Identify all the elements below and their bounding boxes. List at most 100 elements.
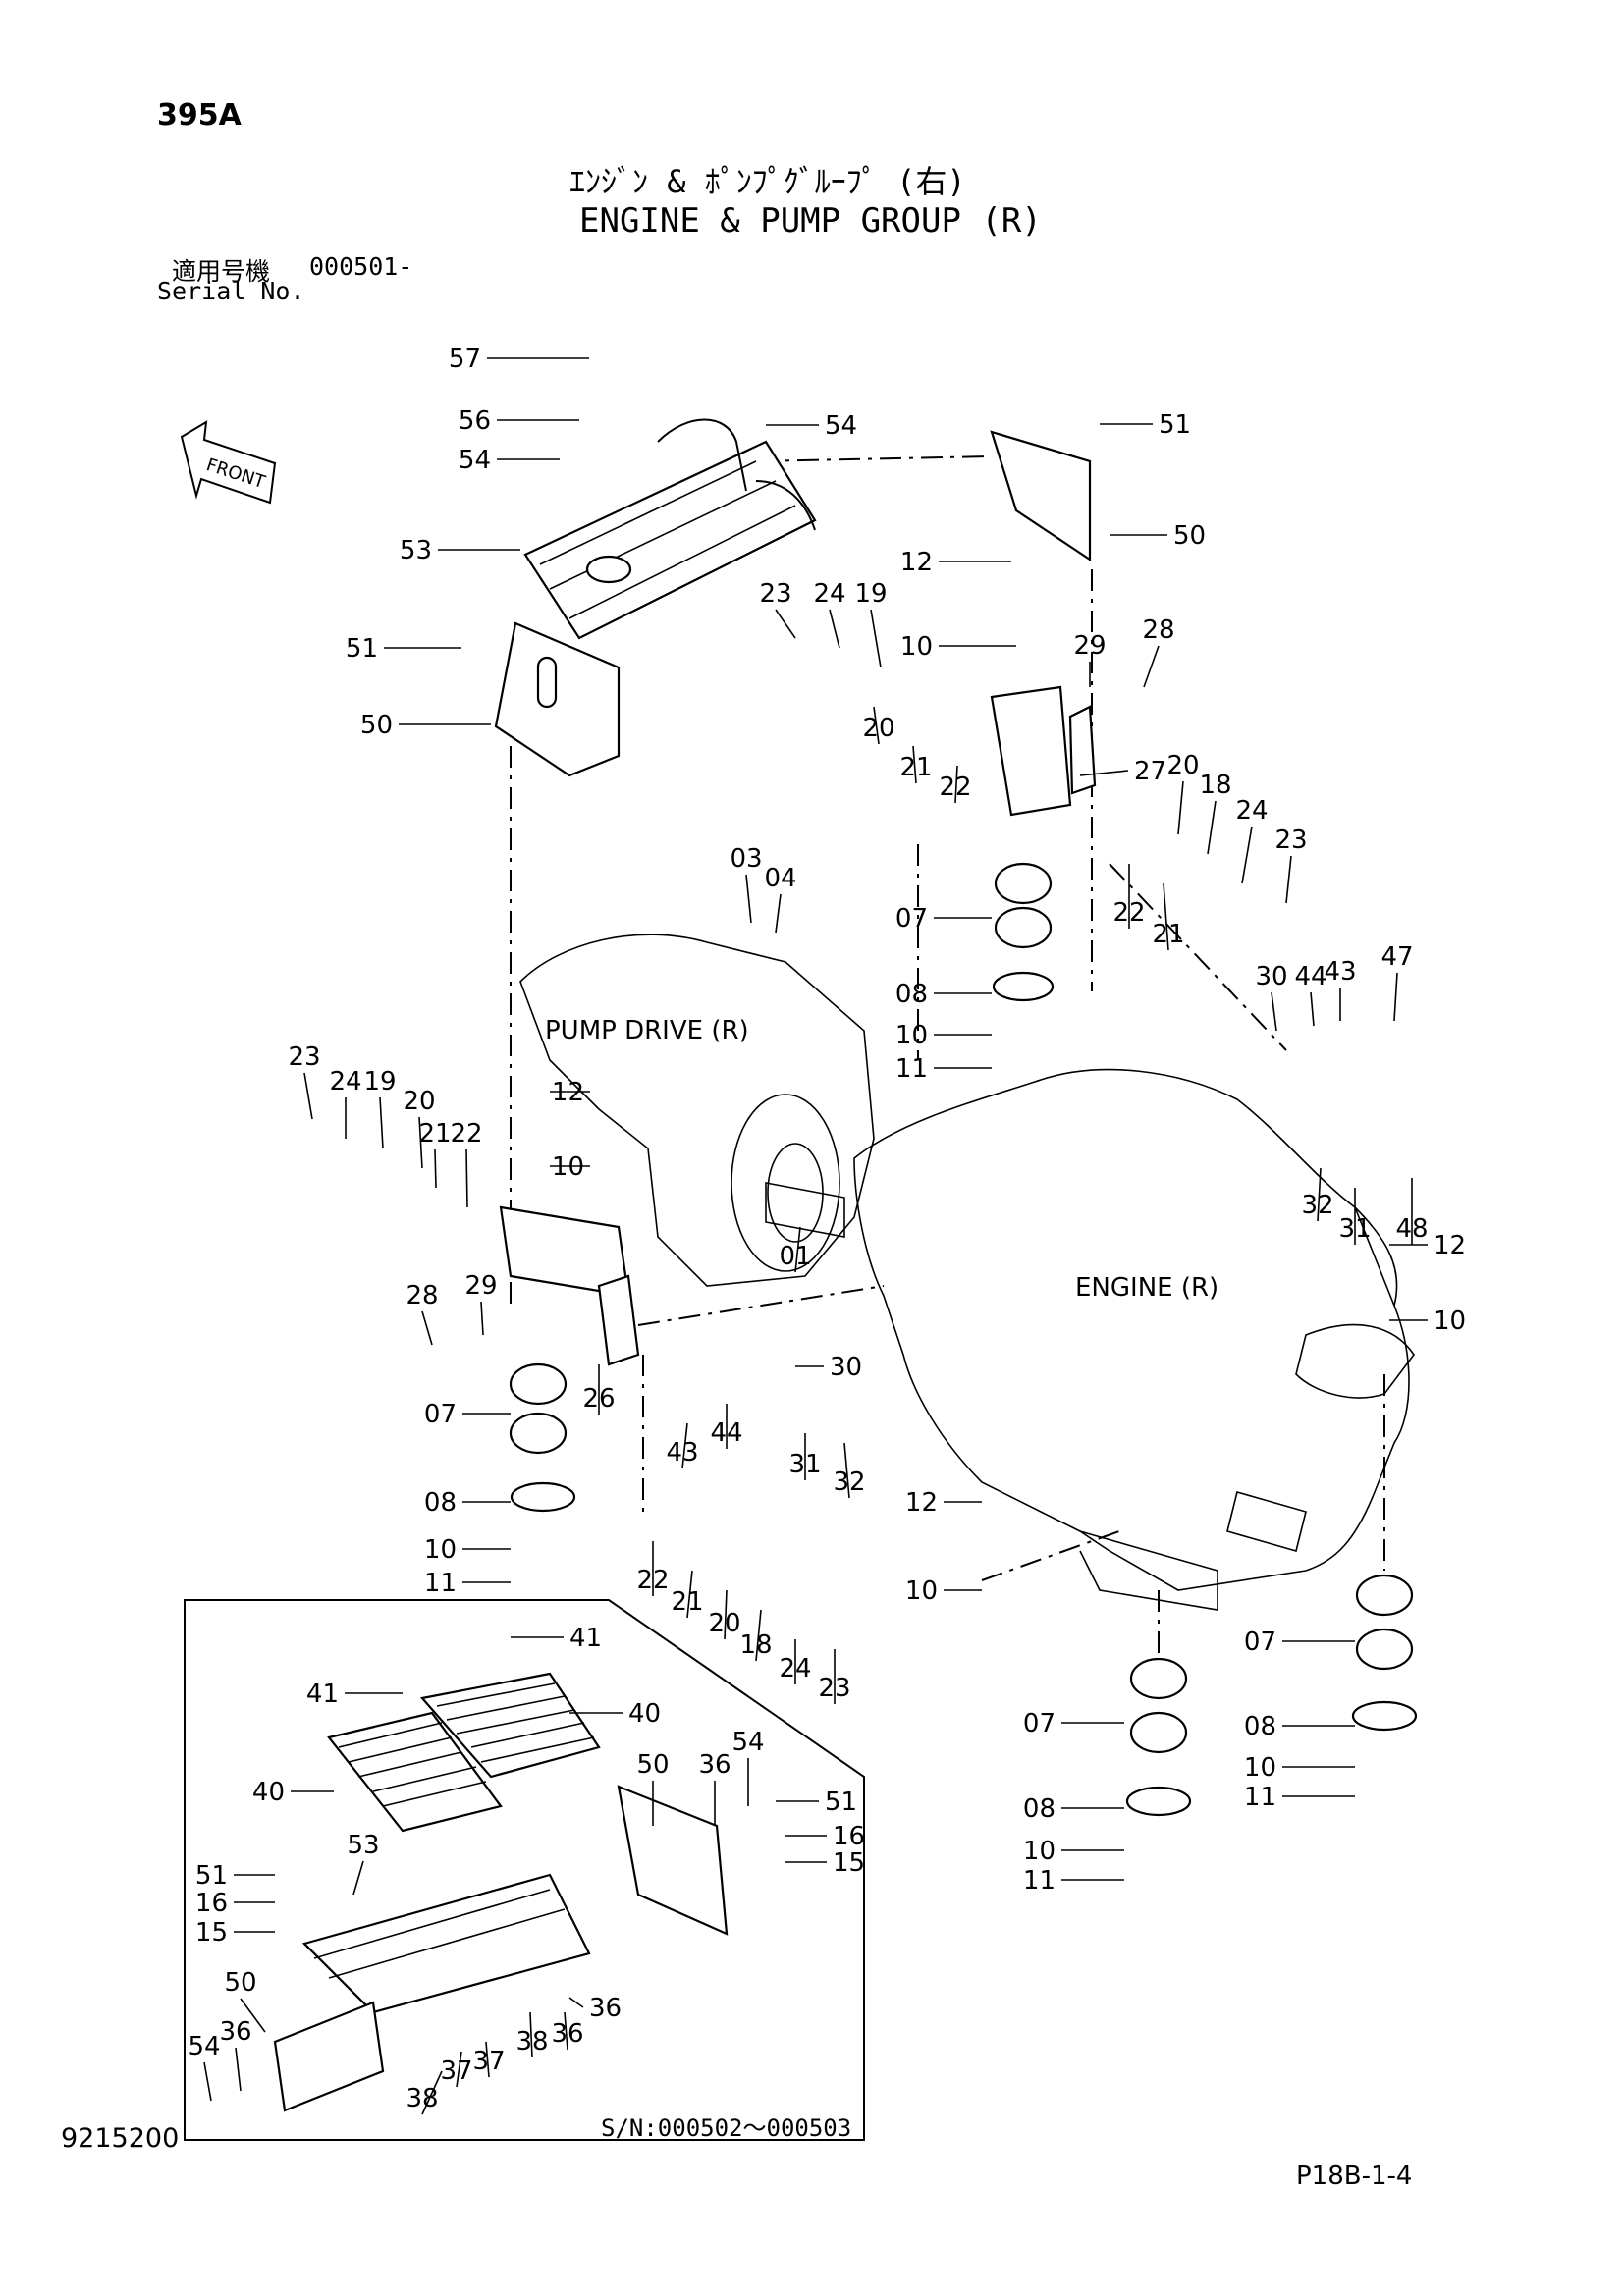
leader-line <box>724 1589 728 1640</box>
callout-label-20: 20 <box>1166 751 1199 780</box>
bracket-upper-right <box>990 430 1092 562</box>
callout-label-66: 24 <box>779 1654 811 1683</box>
callout-label-9: 12 <box>900 548 933 577</box>
callout-label-65: 18 <box>739 1630 772 1660</box>
callout-label-23: 23 <box>1274 826 1307 855</box>
callout-label-35: 47 <box>1380 942 1413 972</box>
callout-label-74: 07 <box>1244 1628 1276 1657</box>
callout-label-41: 19 <box>363 1067 396 1096</box>
callout-label-43: 21 <box>418 1119 451 1148</box>
callout-label-19: 27 <box>1134 757 1166 786</box>
callout-label-57: 32 <box>833 1468 865 1497</box>
leader-line <box>1177 780 1184 835</box>
leader-line <box>1079 770 1129 776</box>
rubber-mounts <box>509 862 1418 1817</box>
callout-label-1: 56 <box>459 406 491 436</box>
leader-line <box>303 1072 313 1120</box>
serial-label-jp: 適用号機 <box>172 257 271 286</box>
callout-label-45: 12 <box>552 1078 584 1107</box>
leader-line <box>485 2041 490 2078</box>
leader-line <box>379 1096 384 1149</box>
leader-line <box>1310 991 1315 1027</box>
callout-label-18: 28 <box>1142 615 1174 645</box>
leader-line <box>686 1570 693 1619</box>
title-english: ENGINE & PUMP GROUP (R) <box>579 201 1042 240</box>
callout-label-22: 24 <box>1235 796 1268 826</box>
pump-drive-label: PUMP DRIVE (R) <box>545 1016 749 1045</box>
callout-label-96: 38 <box>406 2084 438 2113</box>
callout-label-6: 50 <box>360 711 393 740</box>
callout-label-37: 31 <box>1338 1214 1371 1244</box>
callout-label-91: 15 <box>195 1918 228 1948</box>
callout-label-33: 44 <box>1294 962 1326 991</box>
leader-line <box>568 1997 584 2008</box>
callout-label-64: 20 <box>708 1609 740 1638</box>
callout-label-62: 22 <box>636 1566 669 1595</box>
callout-label-87: 15 <box>833 1848 865 1878</box>
callout-label-4: 51 <box>1159 410 1191 440</box>
callout-label-76: 10 <box>1244 1753 1276 1783</box>
callout-label-8: 50 <box>1173 521 1206 551</box>
callout-label-0: 57 <box>449 345 481 374</box>
leader-line <box>421 1310 433 1346</box>
callout-label-69: 10 <box>905 1576 938 1606</box>
callout-label-51: 28 <box>406 1281 438 1310</box>
callout-label-50: 29 <box>464 1271 497 1301</box>
callout-label-92: 50 <box>224 1968 256 1998</box>
callout-label-68: 12 <box>905 1488 938 1518</box>
callout-label-99: 38 <box>515 2027 548 2056</box>
callout-label-21: 18 <box>1199 771 1231 800</box>
upper-guard-frame <box>523 418 817 640</box>
callout-label-25: 21 <box>1152 920 1184 949</box>
callout-label-42: 20 <box>403 1087 435 1116</box>
leader-line <box>1317 1167 1322 1222</box>
callout-label-93: 36 <box>219 2017 251 2047</box>
callout-label-78: 41 <box>569 1624 602 1653</box>
front-arrow-icon: FRONT <box>180 420 277 505</box>
callout-label-95: 36 <box>589 1994 622 2023</box>
callout-label-49: 10 <box>1434 1307 1466 1336</box>
callout-label-75: 08 <box>1244 1712 1276 1741</box>
callout-label-55: 44 <box>710 1418 742 1448</box>
callout-label-15: 21 <box>899 753 932 782</box>
callout-label-84: 54 <box>731 1728 764 1757</box>
callout-label-61: 11 <box>424 1569 457 1598</box>
callout-label-67: 23 <box>818 1674 850 1703</box>
leader-line <box>1207 800 1217 855</box>
callout-label-79: 41 <box>306 1680 339 1709</box>
callout-label-100: 36 <box>551 2019 583 2049</box>
leader-line <box>1163 882 1169 951</box>
callout-label-13: 19 <box>854 579 887 609</box>
leader-line <box>418 1116 423 1169</box>
callout-label-97: 37 <box>440 2056 472 2086</box>
callout-label-34: 43 <box>1324 957 1356 987</box>
leader-line <box>240 1998 266 2033</box>
callout-label-82: 50 <box>636 1750 669 1780</box>
leader-line <box>870 609 882 668</box>
callout-label-10: 10 <box>900 632 933 662</box>
leader-line <box>203 2061 212 2102</box>
serial-label-en: Serial No. <box>157 277 305 305</box>
leader-line <box>794 1226 801 1273</box>
callout-label-31: 11 <box>895 1054 928 1084</box>
callout-label-86: 16 <box>833 1822 865 1851</box>
inset-frame-guard <box>273 1785 729 2112</box>
leader-line <box>235 2047 242 2092</box>
alignment-lines <box>510 455 1385 1669</box>
callout-label-70: 07 <box>1023 1709 1056 1738</box>
callout-label-98: 37 <box>472 2047 505 2076</box>
callout-label-7: 51 <box>346 634 378 664</box>
page-reference: P18B-1-4 <box>1296 2162 1413 2191</box>
callout-label-52: 26 <box>582 1384 615 1414</box>
callout-label-44: 22 <box>450 1119 482 1148</box>
callout-label-59: 08 <box>424 1488 457 1518</box>
bracket-upper-left <box>494 621 621 777</box>
leader-line <box>434 1148 437 1189</box>
leader-line <box>954 765 958 804</box>
callout-label-81: 40 <box>252 1778 285 1807</box>
pump-drive-outline: PUMP DRIVE (R) <box>519 934 875 1287</box>
leader-line <box>873 706 880 745</box>
serial-value: 000501- <box>309 252 413 281</box>
